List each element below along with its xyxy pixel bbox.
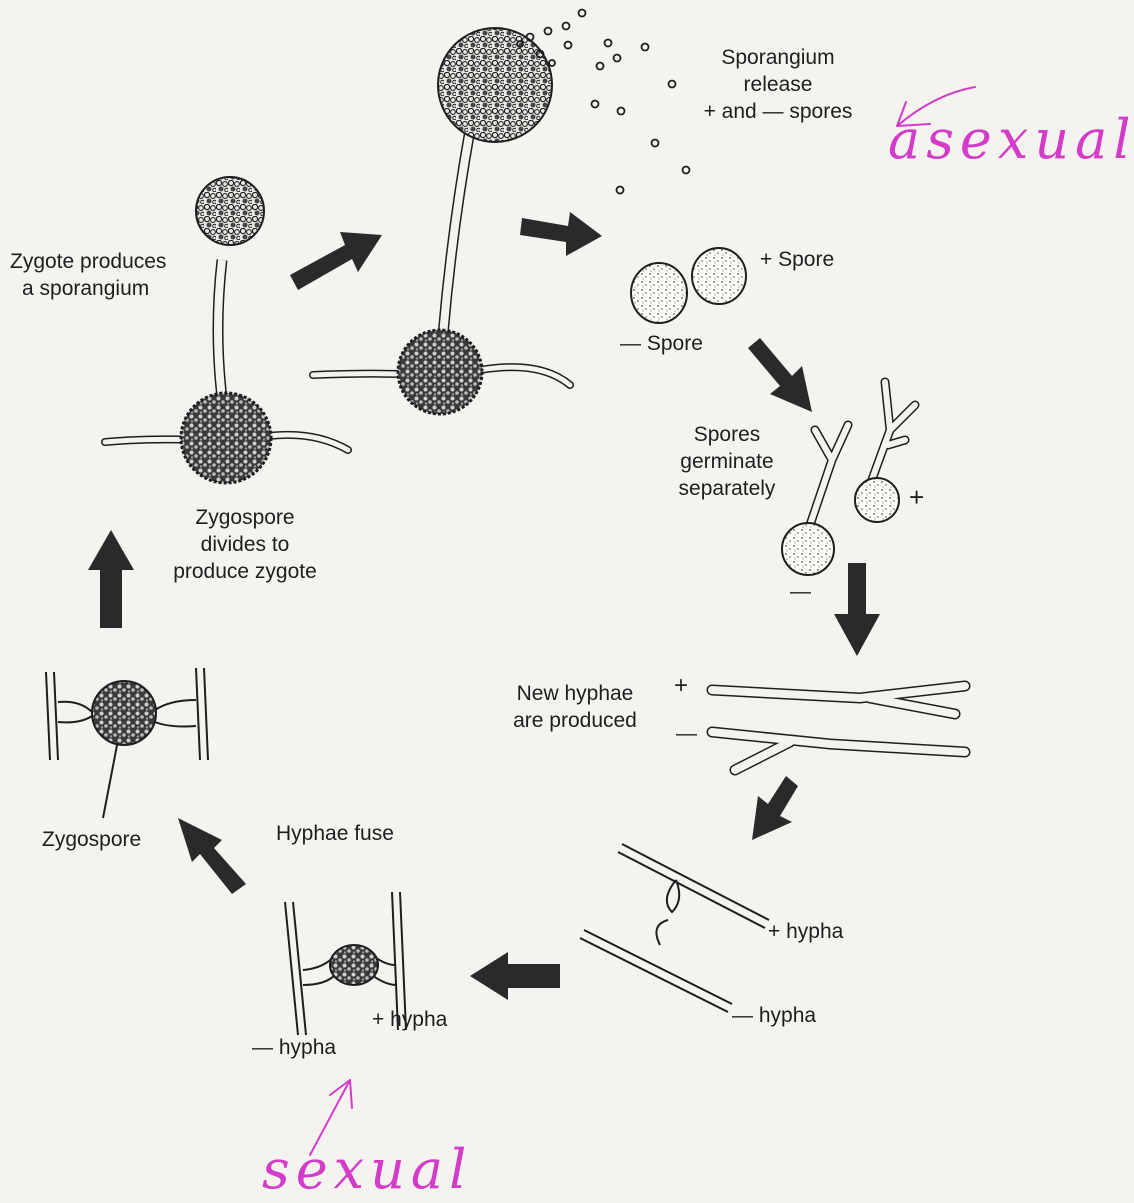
arrow-to-germination bbox=[748, 338, 812, 412]
zygospore-label: Zygospore bbox=[42, 826, 141, 853]
spores-germinate-label: Spores germinate separately bbox=[652, 421, 802, 502]
arrow-to-mature-sporangium bbox=[290, 232, 382, 290]
plus-and-minus-spores bbox=[631, 248, 746, 323]
arrow-to-zygote bbox=[88, 530, 134, 628]
germinating-plus-sign: + bbox=[909, 484, 924, 511]
fuse-minus-hypha-label: — hypha bbox=[252, 1034, 336, 1061]
approaching-hyphae-figure bbox=[580, 844, 769, 1012]
arrow-to-zygospore bbox=[178, 818, 246, 894]
asexual-annotation: asexual bbox=[888, 108, 1134, 171]
zygospore-divides-line-2: divides to bbox=[160, 531, 330, 558]
cycle-arrows bbox=[88, 212, 880, 1000]
minus-spore-label: — Spore bbox=[620, 330, 703, 357]
germinating-minus-sign: — bbox=[790, 578, 811, 605]
new-hyphae-line-2: are produced bbox=[490, 707, 660, 734]
minus-hypha-label: — hypha bbox=[732, 1002, 816, 1029]
new-hyphae-plus-sign: + bbox=[674, 672, 688, 699]
hyphae-fuse-label: Hyphae fuse bbox=[276, 820, 394, 847]
zygote-produces-line-1: Zygote produces bbox=[10, 248, 166, 275]
arrow-to-new-hyphae bbox=[834, 563, 880, 656]
fuse-plus-hypha-label: + hypha bbox=[372, 1006, 447, 1033]
new-hyphae-label: New hyphae are produced bbox=[490, 680, 660, 734]
spores-germinate-line-3: separately bbox=[652, 475, 802, 502]
arrow-to-hyphae-approach bbox=[752, 776, 798, 840]
zygote-produces-line-2: a sporangium bbox=[10, 275, 166, 302]
new-hyphae-minus-sign: — bbox=[676, 720, 697, 747]
zygote-produces-label: Zygote produces a sporangium bbox=[10, 248, 166, 302]
zygospore-divides-label: Zygospore divides to produce zygote bbox=[160, 504, 330, 585]
zygote-with-sporangium-figure bbox=[105, 177, 348, 483]
arrow-to-hyphae-fuse bbox=[470, 952, 560, 1000]
spores-germinate-line-2: germinate bbox=[652, 448, 802, 475]
new-hyphae-line-1: New hyphae bbox=[490, 680, 660, 707]
plus-hypha-label: + hypha bbox=[768, 918, 843, 945]
new-hyphae-figure bbox=[712, 686, 965, 770]
arrow-to-spores bbox=[520, 212, 602, 256]
plus-spore-label: + Spore bbox=[760, 246, 834, 273]
zygospore-divides-line-3: produce zygote bbox=[160, 558, 330, 585]
sporangium-release-line-3: + and — spores bbox=[678, 98, 878, 125]
spores-germinate-line-1: Spores bbox=[652, 421, 802, 448]
sporangium-release-line-1: Sporangium bbox=[678, 44, 878, 71]
sporangium-release-line-2: release bbox=[678, 71, 878, 98]
sporangium-release-label: Sporangium release + and — spores bbox=[678, 44, 878, 125]
zygospore-figure bbox=[46, 668, 208, 818]
zygospore-divides-line-1: Zygospore bbox=[160, 504, 330, 531]
sexual-annotation: sexual bbox=[262, 1138, 472, 1201]
